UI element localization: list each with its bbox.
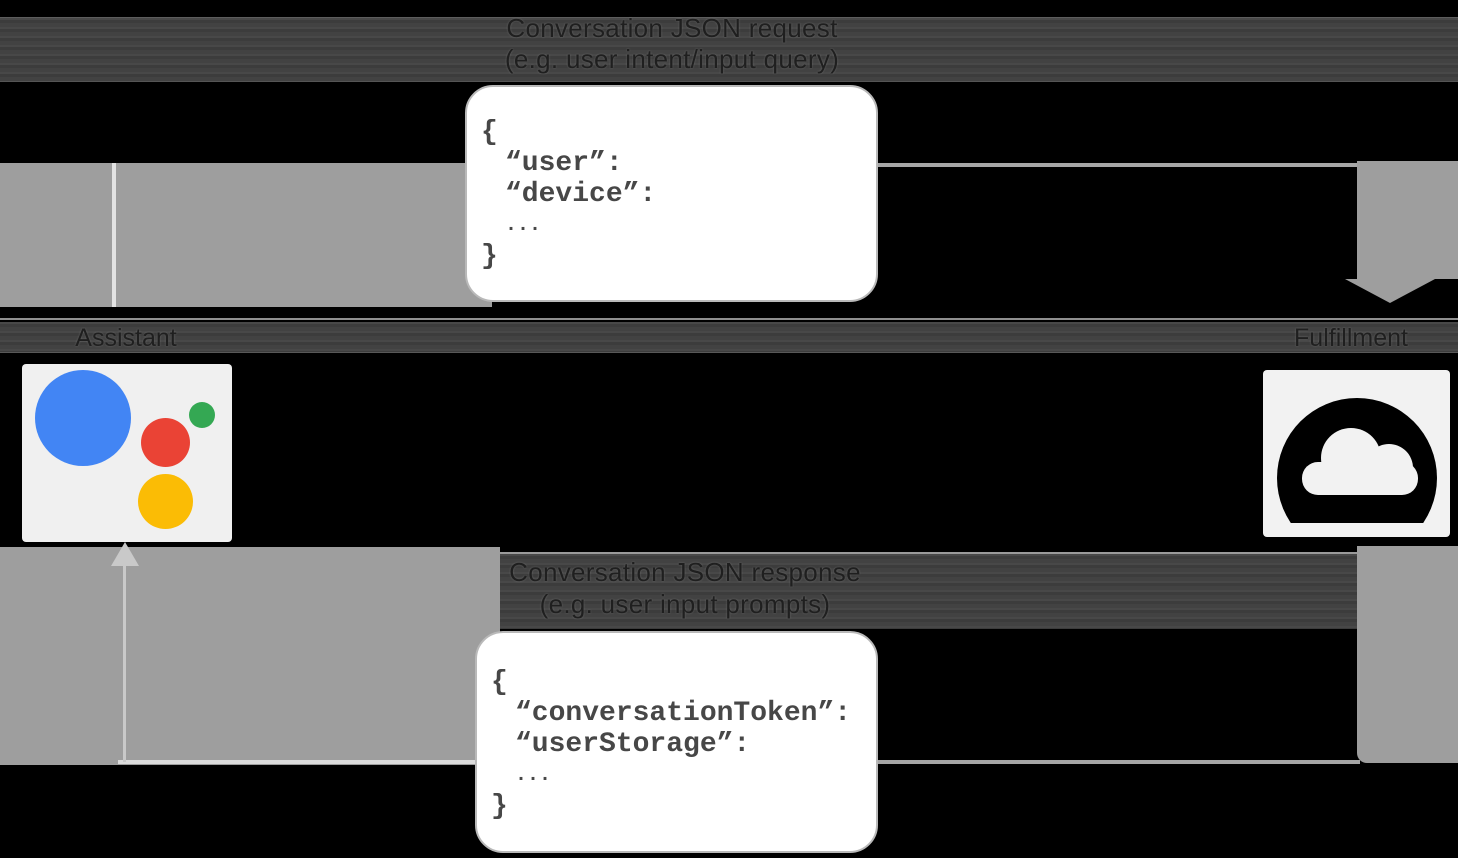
code-line: ... bbox=[515, 764, 552, 787]
code-line: “device”: bbox=[505, 179, 657, 210]
request-json-card: { “user”: “device”: ... } bbox=[465, 85, 878, 302]
request-arrow-start-line bbox=[112, 163, 116, 307]
assistant-red-circle bbox=[141, 418, 190, 467]
code-line: ... bbox=[505, 214, 542, 237]
labels-band-highlight bbox=[0, 318, 1458, 320]
code-line: “conversationToken”: bbox=[515, 698, 852, 729]
cloud-icon bbox=[1277, 398, 1437, 523]
assistant-label: Assistant bbox=[75, 324, 177, 352]
request-arrow-glow-right bbox=[1357, 161, 1458, 279]
request-caption-line1: Conversation JSON request bbox=[506, 13, 838, 43]
assistant-yellow-circle bbox=[138, 474, 193, 529]
response-caption-line2: (e.g. user input prompts) bbox=[539, 589, 831, 619]
response-arrow-line-over-glow bbox=[118, 760, 502, 764]
arrow-down-icon bbox=[1345, 279, 1435, 303]
fulfillment-card bbox=[1263, 370, 1450, 537]
request-arrow-line bbox=[660, 163, 1360, 167]
response-caption-line1: Conversation JSON response bbox=[509, 557, 861, 587]
assistant-green-circle bbox=[189, 402, 215, 428]
response-json-card: { “conversationToken”: “userStorage”: ..… bbox=[475, 631, 878, 853]
code-line: “user”: bbox=[505, 148, 623, 179]
response-arrow-glow-right bbox=[1357, 546, 1458, 763]
response-arrow-glow-left bbox=[0, 547, 500, 765]
fulfillment-label: Fulfillment bbox=[1294, 324, 1408, 352]
actor-labels-band bbox=[0, 322, 1458, 353]
assistant-card bbox=[22, 364, 232, 542]
code-line: } bbox=[481, 241, 498, 272]
assistant-blue-circle bbox=[35, 370, 131, 466]
response-arrow-end-line bbox=[123, 564, 126, 762]
request-caption-line2: (e.g. user intent/input query) bbox=[504, 44, 840, 74]
code-line: “userStorage”: bbox=[515, 729, 751, 760]
code-line: { bbox=[481, 117, 498, 148]
code-line: { bbox=[491, 667, 508, 698]
request-caption-band bbox=[0, 17, 1458, 82]
arrow-up-icon bbox=[111, 542, 139, 566]
request-arrow-glow-left bbox=[0, 163, 492, 307]
code-line: } bbox=[491, 791, 508, 822]
